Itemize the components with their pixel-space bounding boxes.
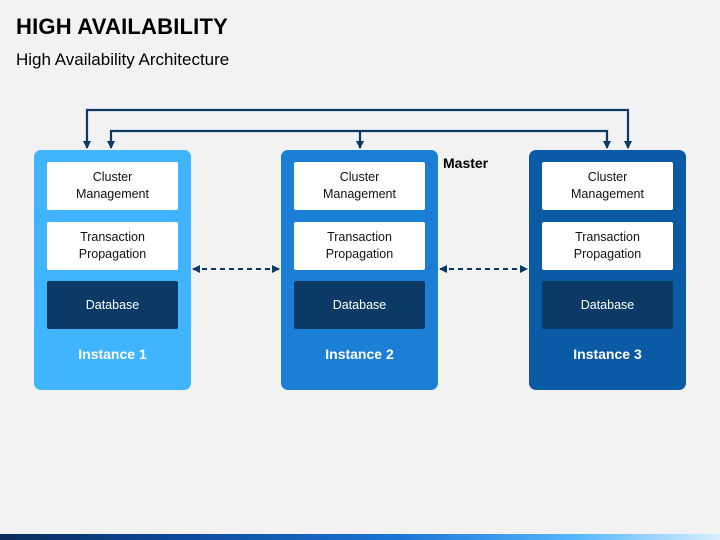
page-title: HIGH AVAILABILITY [16, 14, 228, 39]
cluster-label-line2: Management [571, 187, 644, 201]
cluster-label-line2: Management [323, 187, 396, 201]
instance-label: Instance 1 [78, 346, 147, 362]
transaction-label-line2: Propagation [325, 247, 394, 261]
transaction-label-line1: Transaction [80, 230, 145, 244]
cluster-label-line1: Cluster [92, 170, 133, 184]
instance-label: Instance 2 [325, 346, 394, 362]
database-box: Database [294, 281, 425, 329]
database-box: Database [542, 281, 673, 329]
instance-label: Instance 3 [573, 346, 642, 362]
footer-gradient-bar [0, 534, 720, 540]
cluster-label-line1: Cluster [339, 170, 380, 184]
cluster-label-line1: Cluster [587, 170, 628, 184]
transaction-label-line2: Propagation [78, 247, 147, 261]
master-label: Master [443, 155, 489, 171]
cluster-label-line2: Management [76, 187, 149, 201]
database-box: Database [47, 281, 178, 329]
page-subtitle: High Availability Architecture [16, 50, 230, 69]
transaction-label-line1: Transaction [575, 230, 640, 244]
transaction-label-line1: Transaction [327, 230, 392, 244]
transaction-label-line2: Propagation [573, 247, 642, 261]
outer-connector [83, 108, 632, 149]
